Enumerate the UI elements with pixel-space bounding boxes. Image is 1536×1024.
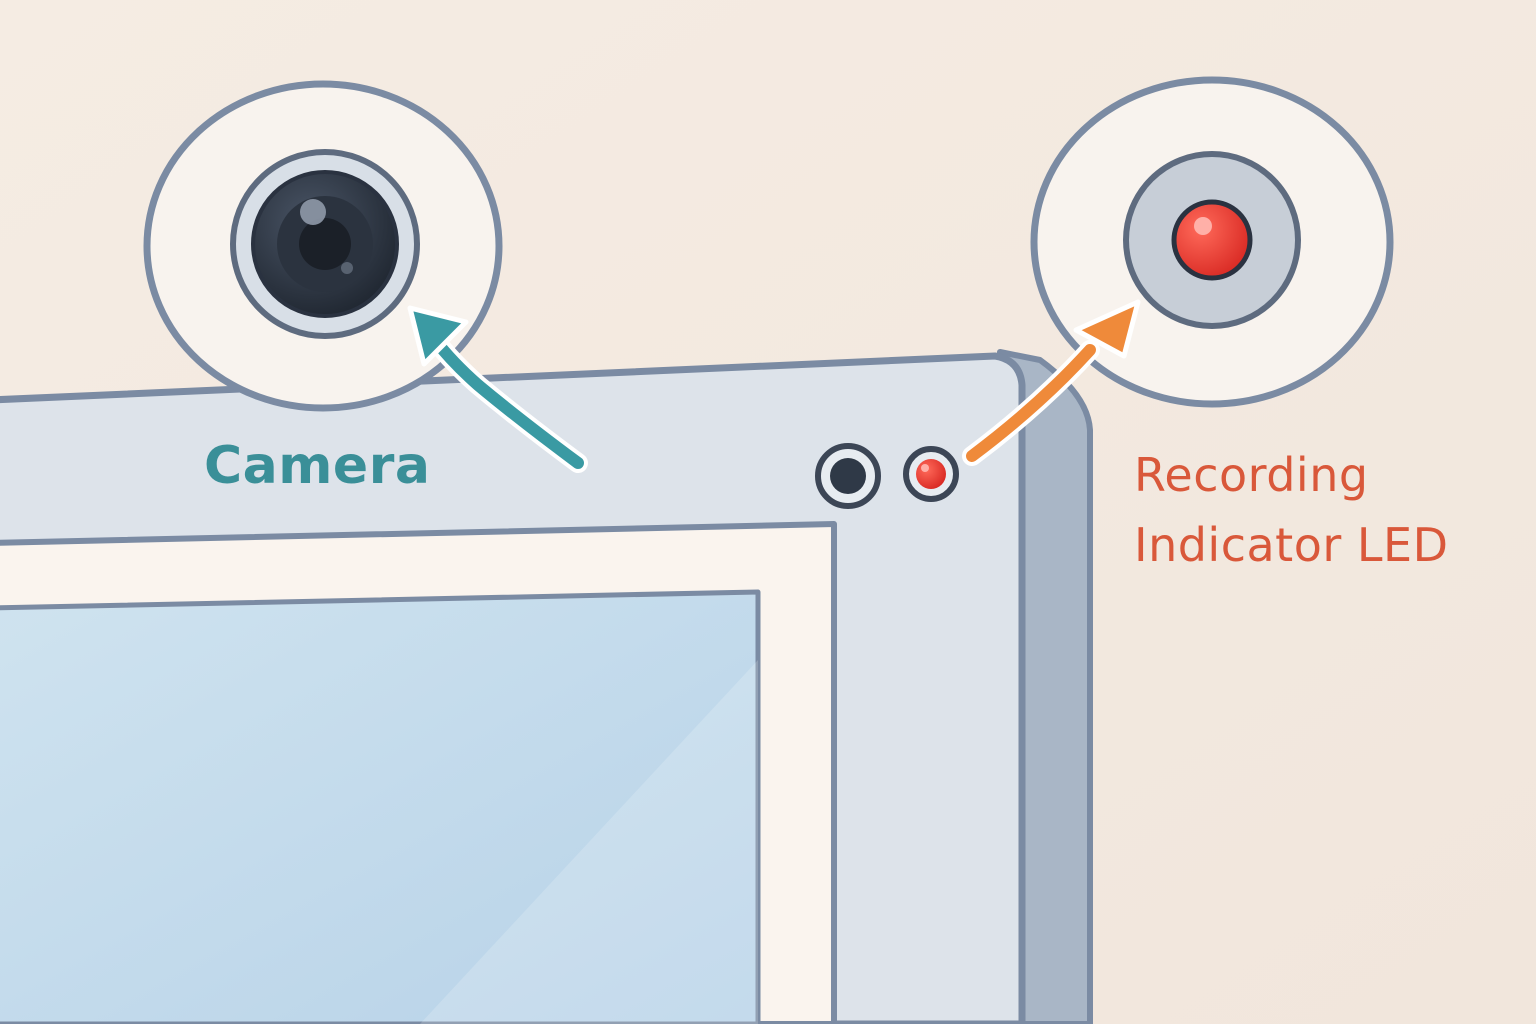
recording-led-label-line1: Recording (1134, 448, 1369, 502)
led-arrow (962, 299, 1141, 466)
recording-led-label-line2: Indicator LED (1134, 518, 1449, 572)
screen-reflection (420, 660, 758, 1024)
bezel-led (903, 446, 959, 502)
led-callout (1030, 76, 1394, 408)
camera-arrow (407, 305, 588, 473)
camera-label: Camera (204, 436, 431, 496)
bezel-camera (815, 443, 881, 509)
camera-callout (143, 80, 503, 412)
recording-led-label: Recording Indicator LED (1134, 440, 1449, 580)
screen (0, 589, 761, 1024)
